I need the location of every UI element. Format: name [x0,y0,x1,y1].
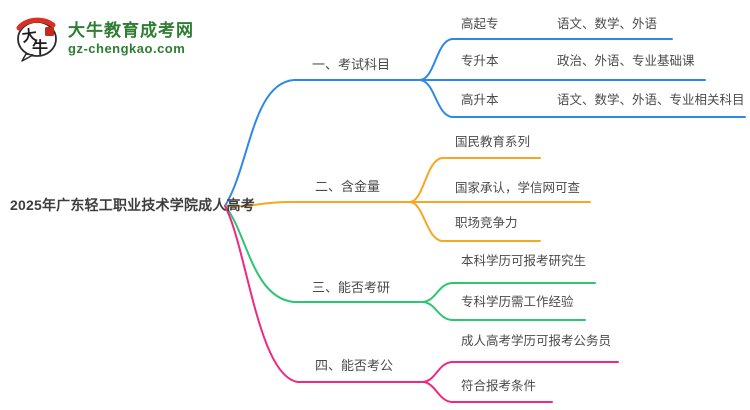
leaf-label: 国民教育系列 [455,135,531,149]
site-name: 大牛教育成考网 [68,20,194,40]
logo-icon: 大 牛 [16,17,57,62]
leaf-label: 专升本 [461,54,499,68]
branch-exam-lines [224,38,746,207]
branch-label-exam-subjects: 一、考试科目 [312,57,391,72]
branch-postgrad-lines [224,205,596,321]
leaf-label: 国家承认，学信网可查 [455,181,581,195]
leaf-value: 语文、数学、外语、专业相关科目 [557,93,745,107]
leaf-label: 专科学历需工作经验 [461,295,574,309]
svg-text:牛: 牛 [32,38,48,57]
leaf-label: 成人高考学历可报考公务员 [461,334,612,348]
leaf-label: 符合报考条件 [461,379,537,393]
site-url: gz-chengkao.com [68,40,186,56]
branch-label-postgrad: 三、能否考研 [312,280,391,295]
leaf-value: 政治、外语、专业基础课 [557,54,695,68]
branch-label-value: 二、含金量 [315,179,381,194]
branch-label-civil-service: 四、能否考公 [315,358,394,373]
branch-civil-lines [224,205,619,403]
leaf-label: 高升本 [461,93,499,107]
leaf-label: 职场竞争力 [455,216,518,230]
root-topic: 2025年广东轻工职业技术学院成人高考 [10,197,255,213]
svg-text:大: 大 [21,26,38,46]
leaf-label: 高起专 [461,17,499,31]
leaf-value: 语文、数学、外语 [557,17,658,31]
site-logo: 大 牛 大牛教育成考网 gz-chengkao.com [12,14,194,62]
branch-value-lines [224,157,591,242]
leaf-label: 本科学历可报考研究生 [461,254,587,268]
